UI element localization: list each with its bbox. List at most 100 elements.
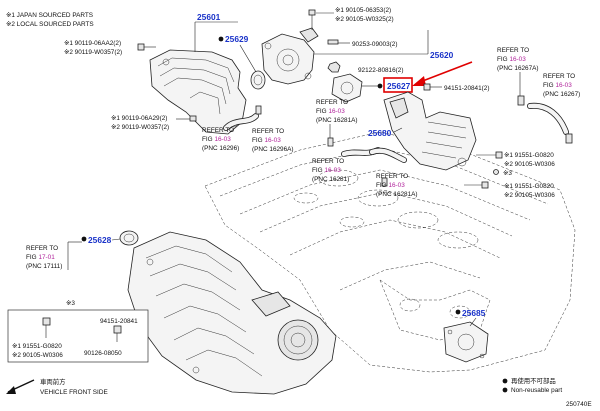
fig-link[interactable]: 17-01 [38, 254, 55, 261]
part-number-90105-w0306[interactable]: ※2 90105-W0306 [504, 192, 555, 199]
vehicle-front-en: VEHICLE FRONT SIDE [40, 389, 108, 396]
pnc-label: (PNC 16267A) [497, 65, 539, 72]
part-number-90119-w0357[interactable]: ※2 90119-W0357(2) [64, 49, 122, 56]
inset-box [7, 309, 149, 363]
refer-to-label: REFER TO [26, 245, 58, 252]
callout-25629[interactable]: 25629 [225, 34, 249, 44]
nut-icon [327, 61, 341, 73]
fig-label: FIG 16-03 [312, 167, 341, 174]
stud-icon [327, 39, 339, 45]
pnc-label: (PNC 16296A) [252, 146, 294, 153]
gasket-25628[interactable] [119, 230, 139, 246]
callout-25601[interactable]: 25601 [197, 12, 221, 22]
part-number-94151-20841[interactable]: 94151-20841 [100, 318, 138, 325]
refer-to-label: REFER TO [497, 47, 529, 54]
note-japan-sourced: ※1 JAPAN SOURCED PARTS [6, 12, 93, 19]
fig-link[interactable]: 16-03 [328, 108, 345, 115]
part-number-90119-w0357[interactable]: ※2 90119-W0357(2) [111, 124, 169, 131]
pnc-label: (PNC 16281) [312, 176, 349, 183]
refer-to-label: REFER TO [543, 73, 575, 80]
part-number-90105-w0306[interactable]: ※2 90105-W0306 [504, 161, 555, 168]
note-x3: ※3 [503, 170, 512, 177]
fig-label: FIG 17-01 [26, 254, 55, 261]
legend-reuse-jp: 再使用不可部品 [511, 376, 556, 385]
callout-dot [81, 236, 87, 242]
bolt-icon [308, 9, 316, 30]
fig-link[interactable]: 16-03 [264, 137, 281, 144]
vehicle-front-arrow-icon [6, 379, 35, 394]
fig-link[interactable]: 16-03 [555, 82, 572, 89]
bolt-icon [423, 83, 442, 91]
clamp-icon [327, 124, 334, 147]
fig-link[interactable]: 16-03 [388, 182, 405, 189]
refer-to-label: REFER TO [376, 173, 408, 180]
bolt-icon [464, 181, 489, 189]
part-number-90105-w0325[interactable]: ※2 90105-W0325(2) [335, 16, 394, 23]
bolt-icon [42, 317, 51, 338]
part-number-90119-06a29[interactable]: ※1 90119-06A29(2) [111, 115, 167, 122]
pnc-label: (PNC 16296) [202, 145, 239, 152]
part-number-91551-g0820[interactable]: ※1 91551-G0820 [12, 343, 62, 350]
highlight-box [383, 77, 413, 93]
coolant-hose[interactable] [527, 102, 569, 135]
intake-manifold[interactable] [127, 231, 337, 395]
washer-icon [493, 169, 499, 175]
bolt-icon [113, 325, 122, 342]
pnc-label: (PNC 16281A) [316, 117, 358, 124]
diagram-code: 250740E [566, 401, 592, 408]
part-number-90105-w0306[interactable]: ※2 90105-W0306 [12, 352, 63, 359]
callout-25627[interactable]: 25627 [387, 81, 411, 91]
manifold-cover-25601[interactable] [149, 49, 247, 135]
inset-note-x3: ※3 [66, 300, 75, 307]
pnc-label: (PNC 17111) [26, 263, 62, 270]
fig-label: FIG 16-03 [376, 182, 405, 189]
gasket-25685[interactable] [443, 321, 489, 363]
clamp-icon [381, 177, 388, 187]
fig-link[interactable]: 16-03 [214, 136, 231, 143]
clamp-icon [517, 72, 525, 106]
part-number-90105-06353[interactable]: ※1 90105-06353(2) [335, 7, 391, 14]
part-number-92122-80816[interactable]: 92122-80816(2) [358, 67, 403, 74]
refer-to-label: REFER TO [252, 128, 284, 135]
part-number-91551-g0820[interactable]: ※1 91551-G0820 [504, 152, 554, 159]
gasket-25627[interactable] [331, 73, 363, 103]
callout-dot [377, 83, 383, 89]
part-number-90253-09003[interactable]: 90253-09003(2) [352, 41, 397, 48]
callout-25680[interactable]: 25680 [368, 128, 392, 138]
clamp-icon [565, 133, 573, 144]
pnc-label: (PNC 16267) [543, 91, 580, 98]
bolt-icon [476, 151, 503, 159]
legend-dot-icon [502, 378, 508, 384]
callout-dot [455, 309, 461, 315]
egr-valve-body[interactable] [261, 27, 319, 85]
coolant-hose[interactable] [369, 147, 407, 163]
egr-cooler-25680[interactable] [383, 91, 477, 171]
callout-25685[interactable]: 25685 [462, 308, 486, 318]
fig-label: FIG 16-03 [543, 82, 572, 89]
part-number-90119-06aa2[interactable]: ※1 90119-06AA2(2) [64, 40, 121, 47]
refer-to-label: REFER TO [316, 99, 348, 106]
red-arrow-icon [412, 61, 473, 86]
part-number-91551-g0820[interactable]: ※1 91551-G0820 [504, 183, 554, 190]
refer-to-label: REFER TO [202, 127, 234, 134]
clamp-icon [255, 105, 262, 115]
refer-to-label: REFER TO [312, 158, 344, 165]
fig-label: FIG 16-03 [252, 137, 281, 144]
legend-reuse-en: Non-reusable part [511, 387, 562, 394]
fig-link[interactable]: 16-03 [324, 167, 341, 174]
fig-label: FIG 16-03 [316, 108, 345, 115]
coolant-hose[interactable] [223, 113, 259, 131]
callout-dot [218, 36, 224, 42]
callout-25620[interactable]: 25620 [430, 50, 454, 60]
note-local-sourced: ※2 LOCAL SOURCED PARTS [6, 21, 94, 28]
fig-label: FIG 16-03 [497, 56, 526, 63]
callout-25628[interactable]: 25628 [88, 235, 112, 245]
fig-link[interactable]: 16-03 [509, 56, 526, 63]
gasket-25629[interactable] [250, 70, 266, 90]
part-number-94151-20841[interactable]: 94151-20841(2) [444, 85, 489, 92]
bolt-icon [137, 43, 156, 51]
part-number-90126-08050[interactable]: 90126-08050 [84, 350, 122, 357]
vehicle-front-jp: 車両前方 [40, 377, 66, 386]
